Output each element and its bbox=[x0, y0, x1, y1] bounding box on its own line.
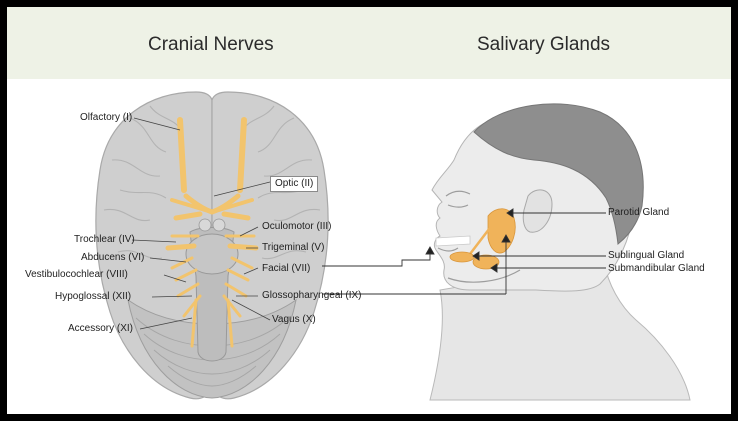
label-vestibulocochlear: Vestibulocochlear (VIII) bbox=[25, 269, 128, 280]
head-illustration bbox=[429, 103, 691, 401]
label-submandibular-gland: Submandibular Gland bbox=[608, 263, 705, 274]
label-parotid-gland: Parotid Gland bbox=[608, 207, 670, 218]
header-band bbox=[7, 7, 731, 79]
title-cranial-nerves: Cranial Nerves bbox=[148, 34, 274, 55]
gland-leader-lines bbox=[322, 208, 606, 295]
brain-illustration bbox=[95, 91, 329, 400]
title-salivary-glands: Salivary Glands bbox=[477, 34, 611, 55]
label-abducens: Abducens (VI) bbox=[81, 252, 145, 263]
label-facial: Facial (VII) bbox=[262, 263, 311, 274]
label-vagus: Vagus (X) bbox=[272, 314, 316, 325]
cranial-leader-lines bbox=[131, 117, 271, 330]
label-olfactory: Olfactory (I) bbox=[80, 112, 133, 123]
label-optic: Optic (II) bbox=[270, 176, 319, 192]
label-hypoglossal: Hypoglossal (XII) bbox=[55, 291, 132, 302]
label-trigeminal: Trigeminal (V) bbox=[262, 242, 325, 253]
label-oculomotor: Oculomotor (III) bbox=[262, 221, 332, 232]
label-glossopharyngeal: Glossopharyngeal (IX) bbox=[262, 290, 362, 301]
label-trochlear: Trochlear (IV) bbox=[74, 234, 135, 245]
label-accessory: Accessory (XI) bbox=[68, 323, 134, 334]
label-sublingual-gland: Sublingual Gland bbox=[608, 250, 685, 261]
